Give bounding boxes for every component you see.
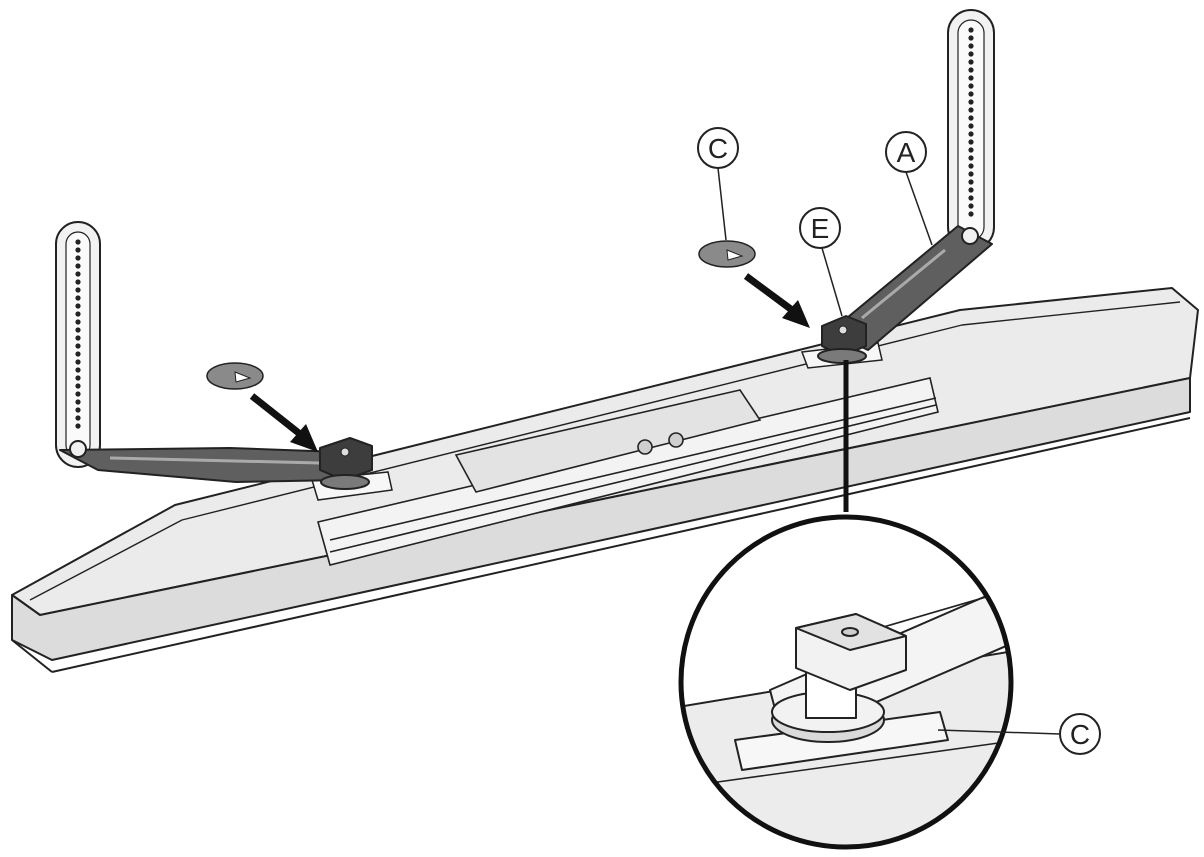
post-hole [75, 375, 81, 381]
post-hole [75, 399, 81, 405]
recess-line-2 [329, 404, 937, 553]
post-hole [968, 139, 974, 145]
callout-c-detail: C [937, 713, 1101, 755]
post-hole [968, 147, 974, 153]
callout-e-label: E [811, 213, 830, 244]
post-hole [75, 335, 81, 341]
post-hole [75, 239, 81, 245]
post-hole [968, 115, 974, 121]
bracket-right-spacer [817, 348, 867, 364]
post-hole [968, 163, 974, 169]
post-hole [968, 195, 974, 201]
post-hole [968, 179, 974, 185]
post-hole [75, 279, 81, 285]
post-hole [968, 59, 974, 65]
post-hole [75, 351, 81, 357]
post-hole [75, 311, 81, 317]
callout-c-top-label: C [708, 133, 728, 164]
post-hole [75, 367, 81, 373]
recess-inner [454, 389, 762, 493]
bracket-right-knob [821, 315, 867, 357]
spacer-disc-right [698, 240, 756, 268]
callout-a: A [885, 131, 933, 246]
post-hole [968, 75, 974, 81]
post-hole [968, 107, 974, 113]
post-hole [968, 211, 974, 217]
post-hole [75, 327, 81, 333]
bracket-left-knob [319, 437, 373, 481]
bracket-right-arm-slot [861, 248, 946, 320]
post-hole [968, 43, 974, 49]
post-hole [75, 303, 81, 309]
arrow-right [743, 273, 810, 328]
post-hole [75, 247, 81, 253]
bracket-left-pivot [69, 440, 87, 458]
post-hole [75, 359, 81, 365]
post-hole [75, 295, 81, 301]
bracket-left-arm [59, 447, 345, 483]
bracket-right-arm [829, 225, 993, 351]
post-hole [968, 83, 974, 89]
post-hole [968, 123, 974, 129]
callout-c-detail-label: C [1070, 719, 1090, 750]
post-hole [968, 27, 974, 33]
screw-hole-left [637, 439, 653, 455]
callout-c-top: C [697, 127, 739, 241]
post-hole [75, 391, 81, 397]
post-hole [75, 255, 81, 261]
post-hole [968, 203, 974, 209]
bracket-left-spacer [320, 474, 370, 490]
post-hole [75, 407, 81, 413]
post-hole [75, 271, 81, 277]
center-recess [317, 377, 939, 566]
bracket-left [55, 221, 373, 490]
post-hole [968, 51, 974, 57]
callout-e: E [799, 207, 843, 317]
bracket-right-pivot [961, 227, 979, 245]
spacer-disc-left [206, 362, 264, 390]
post-hole [968, 131, 974, 137]
bracket-left-arm-slot [109, 456, 321, 465]
arrow-left [249, 393, 318, 452]
soundbar-chamfer-line [29, 301, 1181, 601]
detail-view [678, 514, 1014, 850]
post-hole [968, 187, 974, 193]
bracket-right [817, 9, 995, 364]
bracket-right-knob-hole [838, 325, 848, 335]
post-hole [968, 155, 974, 161]
bracket-left-knob-hole [340, 447, 350, 457]
screw-hole-right [668, 432, 684, 448]
post-hole [75, 343, 81, 349]
callout-a-label: A [897, 137, 916, 168]
bracket-right-holes [968, 27, 974, 217]
post-hole [968, 35, 974, 41]
post-hole [968, 99, 974, 105]
recess-line-1 [329, 397, 937, 541]
post-hole [75, 319, 81, 325]
post-hole [968, 67, 974, 73]
post-hole [75, 287, 81, 293]
soundbar-end-edge [11, 639, 53, 673]
post-hole [75, 383, 81, 389]
post-hole [968, 91, 974, 97]
bracket-left-holes [75, 239, 81, 429]
soundbar-front-face [11, 377, 1191, 661]
post-hole [75, 423, 81, 429]
post-hole [968, 171, 974, 177]
post-hole [75, 415, 81, 421]
soundbar-bottom-edge [51, 417, 1191, 673]
post-hole [75, 263, 81, 269]
